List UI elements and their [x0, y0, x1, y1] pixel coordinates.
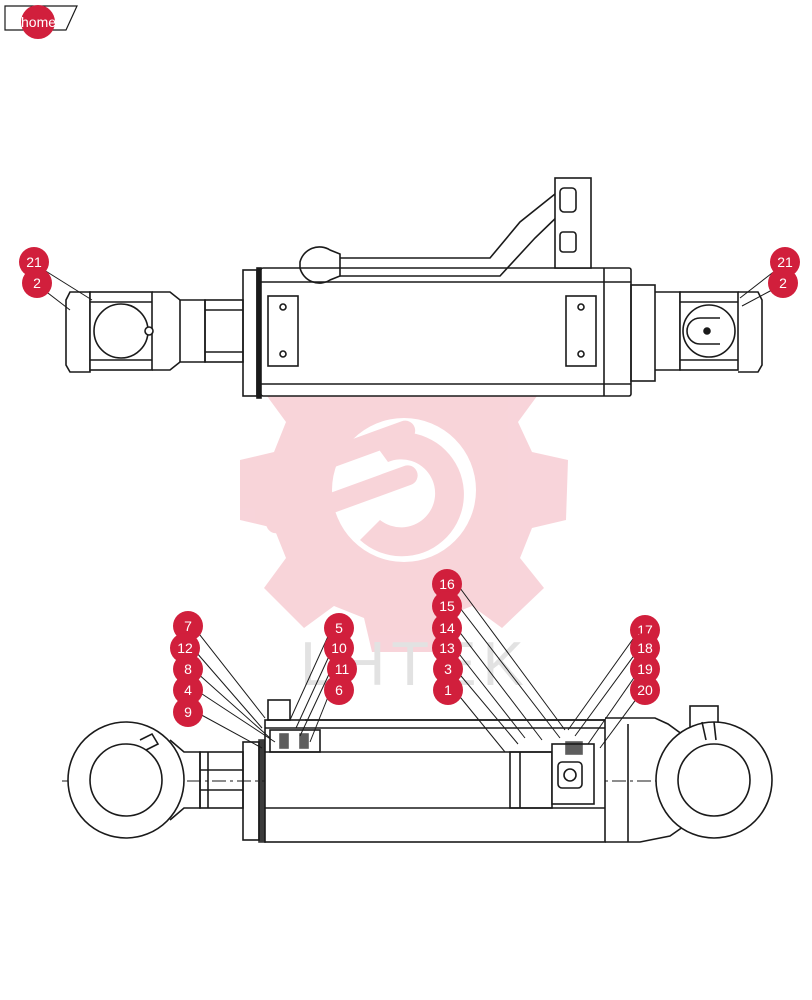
callout-label: 2 — [779, 275, 787, 291]
callout-bottom-16[interactable]: 18 — [630, 633, 660, 663]
callout-label: 21 — [26, 254, 42, 270]
callout-circle — [173, 611, 203, 641]
callout-circle — [173, 675, 203, 705]
callout-bottom-13[interactable]: 3 — [433, 654, 463, 684]
callout-label: 14 — [439, 620, 455, 636]
callout-top-1[interactable]: 2 — [22, 268, 52, 298]
callout-circle — [630, 675, 660, 705]
callout-label: 21 — [777, 254, 793, 270]
callout-bottom-0[interactable]: 7 — [173, 611, 203, 641]
callout-circle — [324, 675, 354, 705]
callout-label: 4 — [184, 682, 192, 698]
callout-circle — [432, 569, 462, 599]
callout-label: 13 — [439, 640, 455, 656]
callout-label: 1 — [444, 682, 452, 698]
callout-circle — [432, 591, 462, 621]
callout-circle — [22, 268, 52, 298]
watermark-gear-icon — [240, 328, 568, 652]
callout-bottom-17[interactable]: 19 — [630, 654, 660, 684]
callout-circle — [173, 654, 203, 684]
callout-circle — [433, 654, 463, 684]
callout-circle — [433, 675, 463, 705]
leader-lines — [43, 269, 777, 753]
callout-label: 18 — [637, 640, 653, 656]
callout-label: 12 — [177, 640, 193, 656]
callout-label: 15 — [439, 598, 455, 614]
callout-label: 5 — [335, 620, 343, 636]
callout-bottom-9[interactable]: 16 — [432, 569, 462, 599]
callout-label: 9 — [184, 704, 192, 720]
top-view-cylinder — [65, 177, 763, 399]
callout-bottom-10[interactable]: 15 — [432, 591, 462, 621]
callout-bottom-3[interactable]: 4 — [173, 675, 203, 705]
callout-label: 20 — [637, 682, 653, 698]
callout-circle — [630, 633, 660, 663]
callout-bottom-18[interactable]: 20 — [630, 675, 660, 705]
callout-label: 2 — [33, 275, 41, 291]
bottom-view-cylinder — [62, 699, 773, 843]
callout-circle — [768, 268, 798, 298]
callout-label: 19 — [637, 661, 653, 677]
callout-label: 3 — [444, 661, 452, 677]
callout-circle — [630, 654, 660, 684]
callout-bottom-8[interactable]: 6 — [324, 675, 354, 705]
callout-bottom-4[interactable]: 9 — [173, 697, 203, 727]
callout-top-3[interactable]: 2 — [768, 268, 798, 298]
callout-label: 11 — [335, 661, 350, 677]
callout-label: 10 — [331, 640, 347, 656]
callout-label: 7 — [184, 618, 192, 634]
callout-label: 8 — [184, 661, 192, 677]
callout-bottom-14[interactable]: 1 — [433, 675, 463, 705]
callout-label: 6 — [335, 682, 343, 698]
home-label: home — [21, 5, 56, 39]
callout-bottom-2[interactable]: 8 — [173, 654, 203, 684]
callout-label: 16 — [439, 576, 455, 592]
callout-circle — [173, 697, 203, 727]
home-button[interactable]: home — [4, 5, 78, 39]
